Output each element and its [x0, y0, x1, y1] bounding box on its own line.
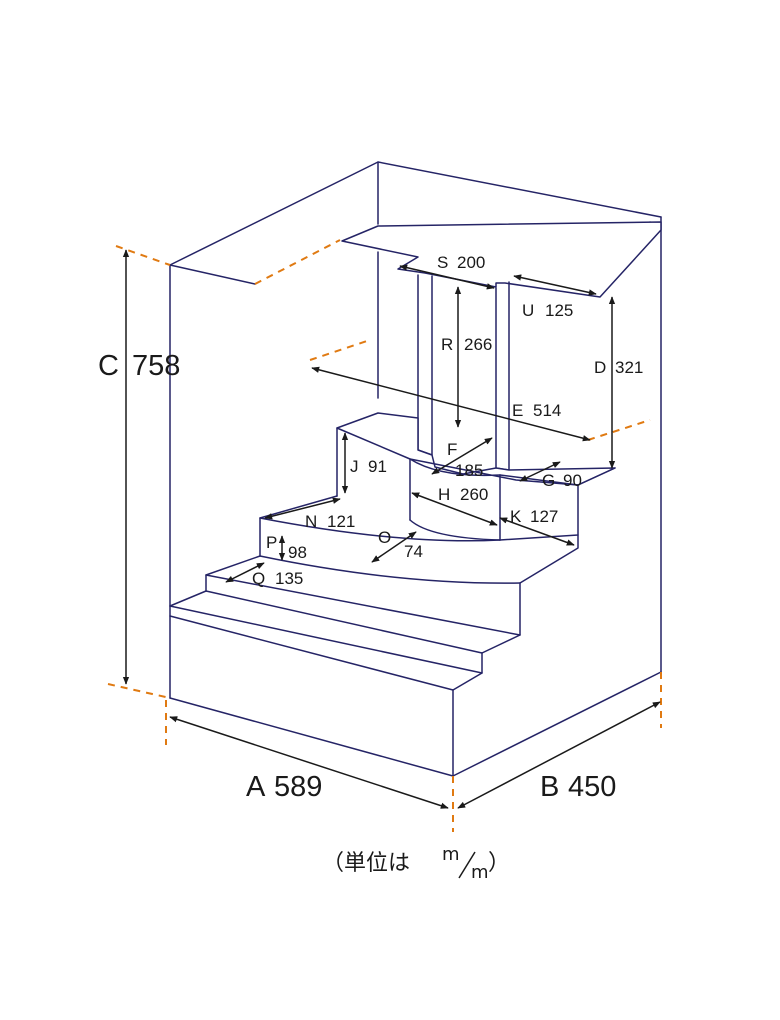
- dim-label-e-value: 514: [533, 401, 561, 420]
- dim-arrow-u: [513, 274, 597, 296]
- dim-label-n-id: N: [305, 512, 317, 531]
- middle-tier: [259, 495, 579, 584]
- dim-arrow-k: [499, 517, 575, 546]
- dim-label-a-id: A: [246, 771, 266, 803]
- unit-note-open: （単位は: [322, 851, 410, 876]
- dim-label-c-value: 758: [132, 350, 180, 382]
- dim-label-r-value: 266: [464, 335, 492, 354]
- dim-arrow-s: [399, 264, 495, 290]
- dim-arrow-f: [431, 437, 493, 475]
- dim-label-a-value: 589: [274, 771, 322, 803]
- dim-label-b-value: 450: [568, 771, 616, 803]
- dim-label-e-id: E: [512, 401, 523, 420]
- dim-label-j-value: 91: [368, 457, 387, 476]
- dim-label-g-id: G: [542, 471, 555, 490]
- dim-label-c-id: C: [98, 350, 119, 382]
- dim-label-s-value: 200: [457, 253, 485, 272]
- dim-label-d-id: D: [594, 358, 606, 377]
- dim-label-d-value: 321: [615, 358, 643, 377]
- extension-lines: [107, 239, 662, 832]
- unit-note-close: ）: [488, 851, 510, 876]
- dim-label-o-value: 74: [404, 542, 423, 561]
- dim-label-h-value: 260: [460, 485, 488, 504]
- dim-label-n-value: 121: [327, 512, 355, 531]
- lower-tier: [205, 555, 521, 654]
- dim-arrow-b: [457, 701, 661, 809]
- unit-note-denominator: m: [471, 862, 489, 883]
- dim-label-f-value: 185: [455, 461, 483, 480]
- dim-label-u-id: U: [522, 301, 534, 320]
- dim-label-p-value: 98: [288, 543, 307, 562]
- dim-arrow-a: [169, 716, 449, 809]
- dim-arrow-o: [371, 531, 417, 563]
- dim-label-h-id: H: [438, 485, 450, 504]
- dim-arrow-e: [311, 366, 591, 442]
- unit-note-numerator: m: [442, 844, 460, 865]
- dim-label-j-id: J: [350, 457, 359, 476]
- dim-arrow-h: [411, 492, 498, 526]
- dim-arrow-n: [264, 497, 341, 520]
- dim-label-k-id: K: [510, 507, 522, 526]
- dim-label-u-value: 125: [545, 301, 573, 320]
- dim-label-f-id: F: [447, 440, 457, 459]
- dim-label-o-id: O: [378, 528, 391, 547]
- dim-label-p-id: P: [266, 533, 277, 552]
- dim-arrow-g: [519, 461, 561, 482]
- dimension-labels: C 758 A 589 B 450 D 321 E 514 S 200 U 12…: [98, 253, 643, 803]
- dim-label-k-value: 127: [530, 507, 558, 526]
- unit-note: （単位は m m ）: [322, 844, 510, 883]
- dim-label-q-value: 135: [275, 569, 303, 588]
- dim-label-b-id: B: [540, 771, 559, 803]
- dimension-arrows: [122, 249, 661, 809]
- dim-label-r-id: R: [441, 335, 453, 354]
- unit-note-slash: [458, 851, 476, 879]
- dim-label-g-value: 90: [563, 471, 582, 490]
- dim-arrow-q: [225, 562, 265, 583]
- dim-label-s-id: S: [437, 253, 448, 272]
- dim-label-q-id: Q: [252, 569, 265, 588]
